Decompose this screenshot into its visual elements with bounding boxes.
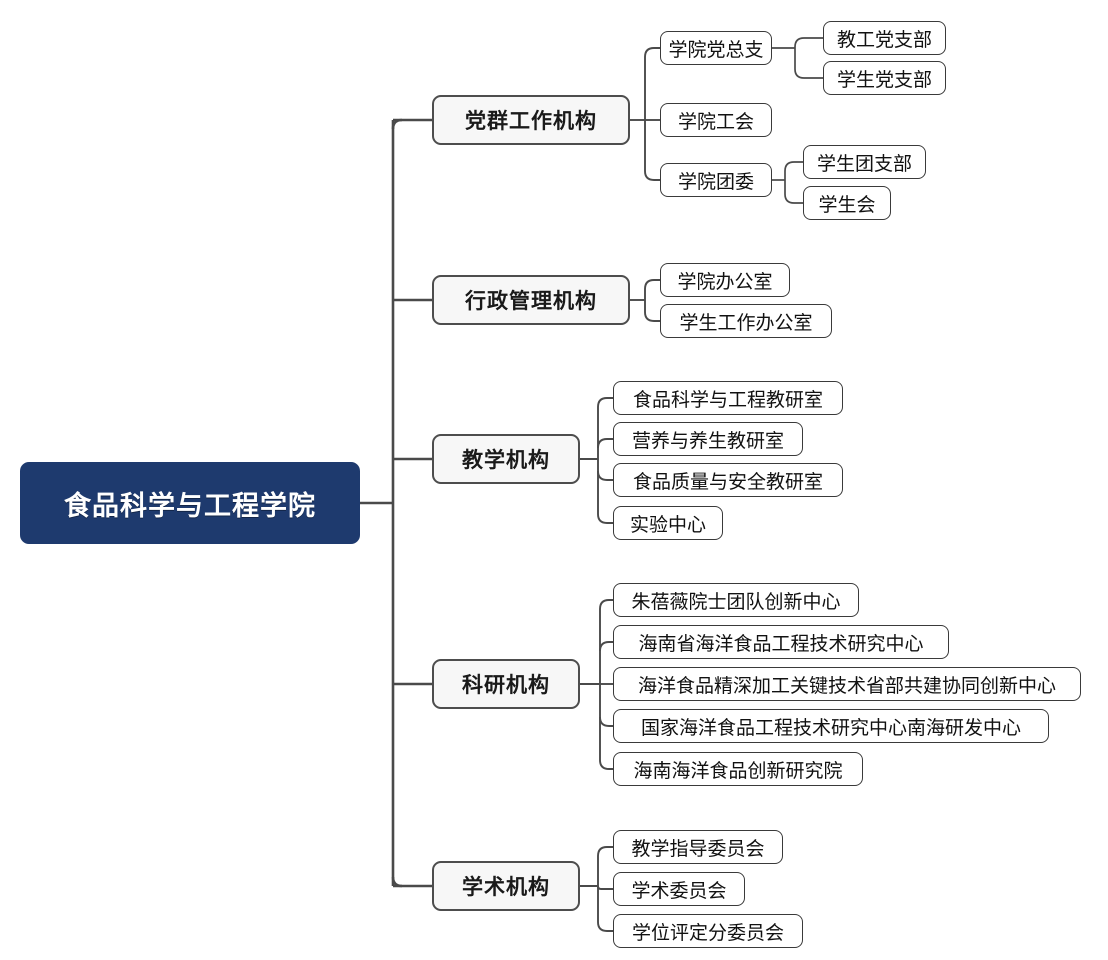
leaf-node-yingyang-yangsheng-jiaoyanshi[interactable]: 营养与养生教研室 [613,422,803,456]
leaf-node-haiyang-shipin-jingshen-jiagong-zhongxin[interactable]: 海洋食品精深加工关键技术省部共建协同创新中心 [613,667,1081,701]
leaf-node-shipin-kexue-gongcheng-jiaoyanshi[interactable]: 食品科学与工程教研室 [613,381,843,415]
category-label: 教学机构 [462,449,550,472]
leaf-node-xueshu-weiyuanhui[interactable]: 学术委员会 [613,872,745,906]
leaf-label: 学院团委 [677,171,754,193]
leaf-label: 实验中心 [629,514,706,536]
leaf-label: 海洋食品精深加工关键技术省部共建协同创新中心 [637,675,1056,697]
leaf-node-xueyuan-tuanwei[interactable]: 学院团委 [660,163,772,197]
leaf-node-jiaoxue-zhidao-weiyuanhui[interactable]: 教学指导委员会 [613,830,783,864]
leaf-node-hainan-haiyang-shipin-gongcheng-zhongxin[interactable]: 海南省海洋食品工程技术研究中心 [613,625,949,659]
leaf-label: 海南省海洋食品工程技术研究中心 [638,633,924,655]
leaf-label: 教工党支部 [836,29,932,51]
leaf-label: 朱蓓薇院士团队创新中心 [631,591,841,613]
category-label: 党群工作机构 [465,110,597,133]
leaf-label: 学生会 [818,194,876,216]
leaf-node-xuesheng-gongzuo-bangongshi[interactable]: 学生工作办公室 [660,304,832,338]
leaf-node-xueyuan-gonghui[interactable]: 学院工会 [660,103,772,137]
category-node-keyan[interactable]: 科研机构 [432,659,580,709]
leaf-label: 教学指导委员会 [631,838,765,860]
leaf-label: 学生工作办公室 [679,312,813,334]
leaf-label: 学院党总支 [668,39,764,61]
leaf-node-hainan-haiyang-shipin-yanjiuyuan[interactable]: 海南海洋食品创新研究院 [613,752,863,786]
leaf-label: 学术委员会 [631,880,727,902]
category-node-dangqun[interactable]: 党群工作机构 [432,95,630,145]
leaf-label: 食品质量与安全教研室 [632,471,823,493]
leaf-node-xueyuan-bangongshi[interactable]: 学院办公室 [660,263,790,297]
leaf-node-xuesheng-dangzhibu[interactable]: 学生党支部 [823,61,946,95]
leaf-node-zhubeiwei-chuangxin-zhongxin[interactable]: 朱蓓薇院士团队创新中心 [613,583,859,617]
leaf-label: 食品科学与工程教研室 [632,389,823,411]
leaf-node-xuewei-pingding-fenweiyuanhui[interactable]: 学位评定分委员会 [613,914,803,948]
category-node-xueshu[interactable]: 学术机构 [432,861,580,911]
leaf-label: 学院办公室 [677,271,773,293]
category-node-jiaoxue[interactable]: 教学机构 [432,434,580,484]
leaf-label: 学位评定分委员会 [631,922,784,944]
category-node-xingzheng[interactable]: 行政管理机构 [432,275,630,325]
leaf-node-guojia-haiyang-shipin-nanhai-zhongxin[interactable]: 国家海洋食品工程技术研究中心南海研发中心 [613,709,1049,743]
leaf-label: 海南海洋食品创新研究院 [633,760,843,782]
leaf-label: 营养与养生教研室 [631,430,784,452]
leaf-node-xuesheng-tuanzhibu[interactable]: 学生团支部 [803,145,926,179]
leaf-node-jiaogong-dangzhibu[interactable]: 教工党支部 [823,21,946,55]
leaf-node-shipin-zhiliang-anquan-jiaoyanshi[interactable]: 食品质量与安全教研室 [613,463,843,497]
leaf-node-xueshenghui[interactable]: 学生会 [803,186,891,220]
leaf-label: 学生党支部 [836,69,932,91]
leaf-label: 学生团支部 [816,153,912,175]
leaf-label: 国家海洋食品工程技术研究中心南海研发中心 [640,717,1021,739]
leaf-label: 学院工会 [677,111,754,133]
category-label: 学术机构 [462,876,550,899]
leaf-node-shiyan-zhongxin[interactable]: 实验中心 [613,506,723,540]
root-node-label: 食品科学与工程学院 [64,490,316,521]
leaf-node-dangzongzhi[interactable]: 学院党总支 [660,31,772,65]
category-label: 行政管理机构 [465,290,597,313]
root-node[interactable]: 食品科学与工程学院 [20,462,360,544]
category-label: 科研机构 [462,674,550,697]
